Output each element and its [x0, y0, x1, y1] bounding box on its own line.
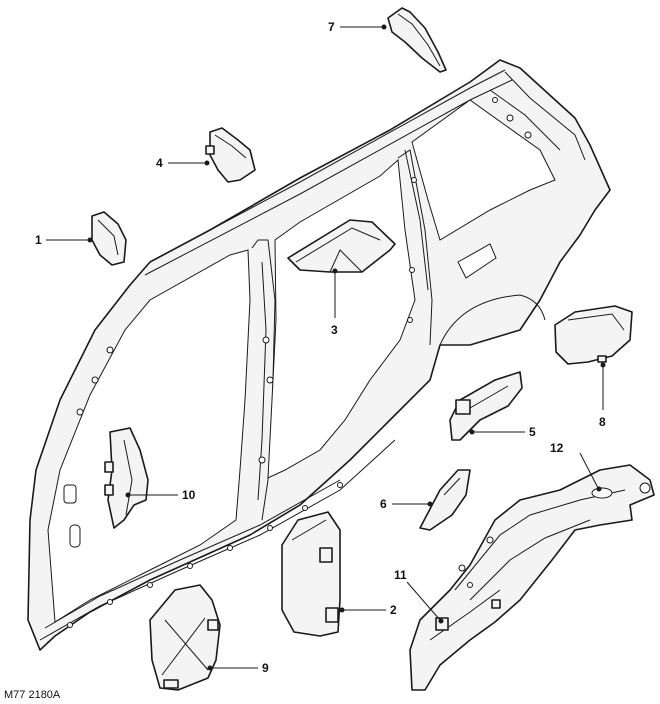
- body-side-panel: [27, 59, 611, 651]
- callout-1: 1: [35, 233, 42, 247]
- leader-lines: [46, 24, 606, 671]
- part-2: [281, 511, 341, 637]
- callout-4: 4: [156, 156, 163, 170]
- part-7: [387, 7, 447, 73]
- callout-2: 2: [390, 603, 397, 617]
- callout-7: 7: [328, 20, 335, 34]
- callout-11: 11: [394, 568, 407, 582]
- callout-3: 3: [331, 323, 338, 337]
- part-5: [449, 371, 523, 441]
- callout-8: 8: [599, 415, 606, 429]
- part-9: [149, 584, 221, 691]
- callout-6: 6: [380, 497, 387, 511]
- part-3: [287, 219, 396, 273]
- callout-5: 5: [529, 425, 536, 439]
- reference-code: M77 2180A: [4, 689, 61, 701]
- part-10: [104, 427, 149, 529]
- part-4: [205, 127, 256, 183]
- callout-10: 10: [182, 488, 196, 502]
- part-8: [554, 305, 633, 365]
- part-6: [419, 469, 471, 531]
- part-1: [91, 211, 127, 266]
- callout-9: 9: [262, 661, 269, 675]
- callout-12: 12: [550, 441, 564, 455]
